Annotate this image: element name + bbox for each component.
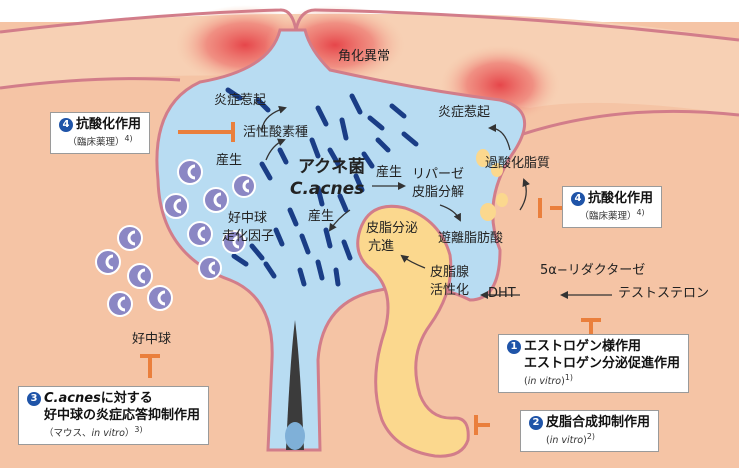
neutrophil-box-title-b: に対する	[101, 391, 153, 406]
neutrophil-box-sub-c: ）	[125, 428, 135, 439]
label-dyskeratosis: 角化異常	[338, 50, 390, 65]
antioxidant-sub: （臨床薬理）	[67, 137, 124, 148]
estrogen-title-2: エストロゲン分泌促進作用	[507, 356, 680, 373]
label-cacnes-jp: アクネ菌	[298, 158, 365, 178]
lipogenesis-title: 皮脂合成抑制作用	[546, 415, 650, 430]
label-neutrophil: 好中球	[132, 333, 171, 348]
lipogenesis-sub: in vitro	[550, 435, 583, 446]
label-reductase: 5α−リダクターゼ	[540, 264, 645, 279]
label-free-fatty-acid: 遊離脂肪酸	[438, 232, 503, 247]
reference-sup: 2)	[587, 432, 595, 441]
label-gland-activation-2: 活性化	[430, 284, 469, 299]
reference-sup: 4)	[636, 208, 644, 217]
neutrophil-box-sub-a: （マウス、	[44, 428, 92, 439]
label-sebum-degradation: 皮脂分解	[412, 186, 464, 201]
label-lipid-peroxide: 過酸化脂質	[485, 157, 550, 172]
label-dht: DHT	[488, 287, 516, 302]
neutrophil-box-title-a: C.acnes	[44, 391, 101, 406]
estrogen-sub: in vitro	[528, 376, 561, 387]
label-gland-activation-1: 皮脂腺	[430, 266, 469, 281]
badge-number: 4	[59, 118, 73, 132]
label-inflammation-right: 炎症惹起	[438, 106, 490, 121]
label-lipase: リパーゼ	[412, 168, 464, 183]
label-inflammation-left: 炎症惹起	[214, 94, 266, 109]
label-ros: 活性酸素種	[243, 126, 308, 141]
antioxidant-title: 抗酸化作用	[76, 117, 141, 132]
label-sebum-secretion-2: 亢進	[368, 240, 394, 255]
neutrophil-box-title-2: 好中球の炎症応答抑制作用	[27, 408, 200, 425]
hair-bulb	[285, 422, 305, 450]
antioxidant-sub: （臨床薬理）	[579, 211, 636, 222]
label-produce-3: 産生	[308, 210, 334, 225]
label-produce-1: 産生	[216, 154, 242, 169]
label-sebum-secretion-1: 皮脂分泌	[366, 222, 418, 237]
reference-sup: 4)	[124, 134, 132, 143]
label-produce-2: 産生	[376, 166, 402, 181]
reference-sup: 1)	[565, 373, 573, 382]
badge-number: 2	[529, 416, 543, 430]
lipid-droplet	[496, 193, 508, 207]
estrogen-title-1: エストロゲン様作用	[524, 339, 641, 354]
neutrophil-box-sub-b: in vitro	[92, 428, 125, 439]
label-cacnes-en: C.acnes	[290, 180, 364, 200]
badge-number: 3	[27, 392, 41, 406]
label-chemotactic-2: 走化因子	[222, 230, 274, 245]
label-testosterone: テストステロン	[618, 287, 709, 302]
badge-number: 4	[571, 192, 585, 206]
antioxidant-title: 抗酸化作用	[588, 191, 653, 206]
reference-sup: 3)	[134, 425, 142, 434]
lipid-droplet	[480, 203, 496, 221]
badge-number: 1	[507, 340, 521, 354]
label-chemotactic-1: 好中球	[228, 212, 267, 227]
